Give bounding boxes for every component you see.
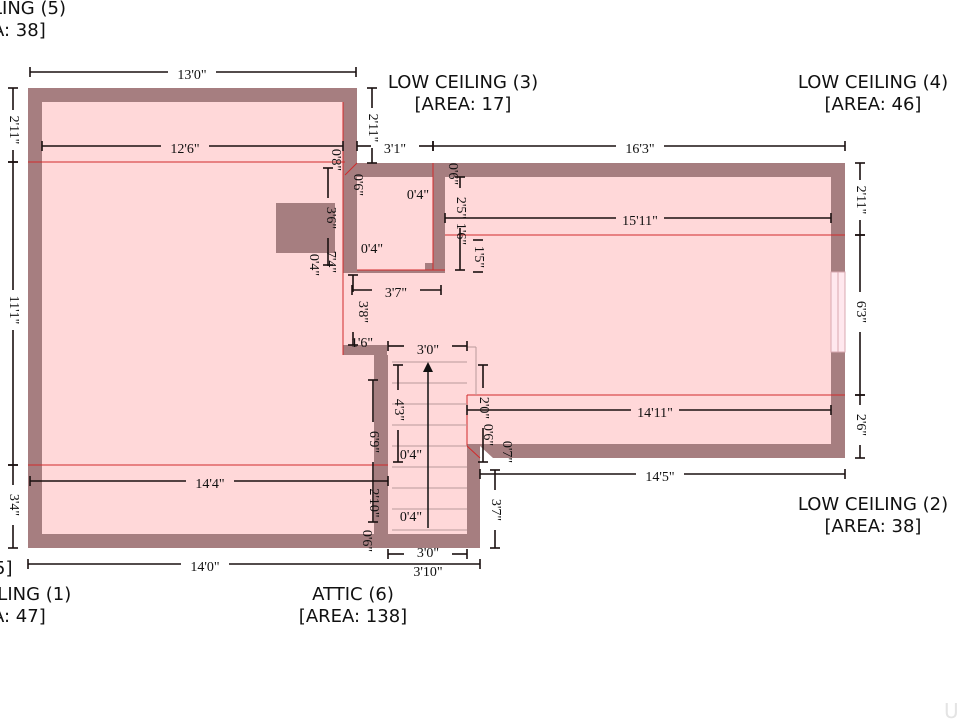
- dimension-label: 0'6": [480, 424, 495, 446]
- staircase: [392, 346, 477, 531]
- room-name: LOW CEILING (3): [388, 72, 538, 93]
- dimension-label: 3'10": [413, 565, 442, 580]
- dimension-label: 0'4": [400, 448, 422, 463]
- dimension-label: 15'11": [622, 214, 658, 229]
- dimension-label: 2'11": [6, 116, 21, 145]
- chimney: [276, 203, 335, 253]
- room-name: LOW CEILING (4): [798, 72, 948, 93]
- dimension-label: 2'11": [365, 114, 380, 143]
- room-area: [AREA: 46]: [825, 94, 922, 115]
- dimension-label: 3'7": [385, 286, 407, 301]
- dimension-label: 14'0": [190, 560, 219, 575]
- dimension-label: 6'3": [853, 301, 868, 323]
- dimension-label: 16'3": [625, 142, 654, 157]
- room-name: ILING (1): [0, 584, 71, 605]
- dimension-label: 3'0": [417, 343, 439, 358]
- dimension-label: 0'6": [350, 174, 365, 196]
- room-labels: LING (5)A: 38] LOW CEILING (3)[AREA: 17] L…: [0, 0, 948, 627]
- dimension-label: 3'0": [417, 546, 439, 561]
- dimension-label: 0'4": [407, 188, 429, 203]
- dimension-label: 7'4": [323, 251, 338, 273]
- dimensions: 13'0" 12'6" 3'1" 16'3" 15'11" 3'7" 3'0" 14'11" 1…: [6, 67, 868, 580]
- dimension-label: 3'6": [323, 207, 338, 229]
- room-name: ): [0, 536, 1, 557]
- dimension-label: 1'6": [351, 336, 373, 351]
- dimension-label: 1'6": [453, 223, 468, 245]
- dimension-label: 0'8": [328, 149, 343, 171]
- room-name: LOW CEILING (2): [798, 494, 948, 515]
- ceiling-line: [466, 445, 481, 459]
- dimension-label: 2'6": [853, 414, 868, 436]
- dimension-label: 3'7": [488, 499, 503, 521]
- dimension-label: 6'9": [366, 431, 381, 453]
- dimension-label: 3'4": [6, 494, 21, 516]
- dimension-label: 0'6": [359, 530, 374, 552]
- arrow-up-icon: [423, 362, 433, 372]
- wall-small-room-corner: [425, 263, 445, 273]
- room-area: [AREA: 17]: [415, 94, 512, 115]
- floor-attic-left: [42, 102, 343, 534]
- ceiling-line: [344, 162, 358, 176]
- dimension-label: 12'6": [170, 142, 199, 157]
- dimension-label: 13'0": [177, 68, 206, 83]
- floor-right-room: [445, 177, 831, 444]
- dimension-label: 3'8": [355, 301, 370, 323]
- watermark: U: [944, 699, 959, 720]
- room-area: A: 38]: [0, 20, 46, 41]
- dimension-label: 0'6": [445, 163, 460, 185]
- dimension-label: 14'5": [645, 470, 674, 485]
- dimension-label: 14'4": [195, 477, 224, 492]
- room-area: 5]: [0, 558, 12, 579]
- dimension-label: 2'10": [366, 488, 381, 517]
- dimension-label: 1'5": [471, 246, 486, 268]
- dimension-label: 0'4": [400, 510, 422, 525]
- room-area: A: 47]: [0, 606, 46, 627]
- dimension-label: 0'4": [306, 254, 321, 276]
- room-area: [AREA: 38]: [825, 516, 922, 537]
- dimension-label: 3'1": [384, 142, 406, 157]
- dimension-label: 14'11": [637, 406, 673, 421]
- walls: [28, 88, 846, 548]
- floor-small-room: [357, 177, 433, 270]
- room-name: ATTIC (6): [312, 584, 394, 605]
- dimension-label: 0'4": [361, 242, 383, 257]
- wall-stair-left: [374, 355, 388, 534]
- dimension-label: 11'1": [6, 296, 21, 325]
- wall-ledge: [343, 345, 387, 355]
- dimension-label: 4'3": [391, 399, 406, 421]
- dimension-label: 2'11": [853, 186, 868, 215]
- room-area: [AREA: 138]: [299, 606, 407, 627]
- dimension-label: 2'5": [453, 197, 468, 219]
- dimension-label: 0'7": [499, 441, 514, 463]
- dimension-label: 2'0": [476, 397, 491, 419]
- room-name: LING (5): [0, 0, 66, 19]
